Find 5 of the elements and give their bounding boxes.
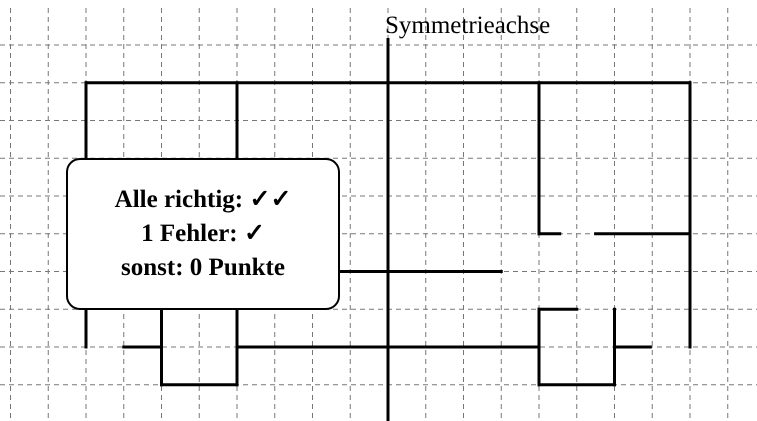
callout-box xyxy=(66,158,340,310)
scoring-text: Alle richtig: ✓✓ xyxy=(114,185,292,215)
axis-label: Symmetrieachse xyxy=(385,12,550,40)
scoring-text: sonst: 0 Punkte xyxy=(121,253,285,283)
scoring-text: 1 Fehler: ✓ xyxy=(141,219,265,249)
